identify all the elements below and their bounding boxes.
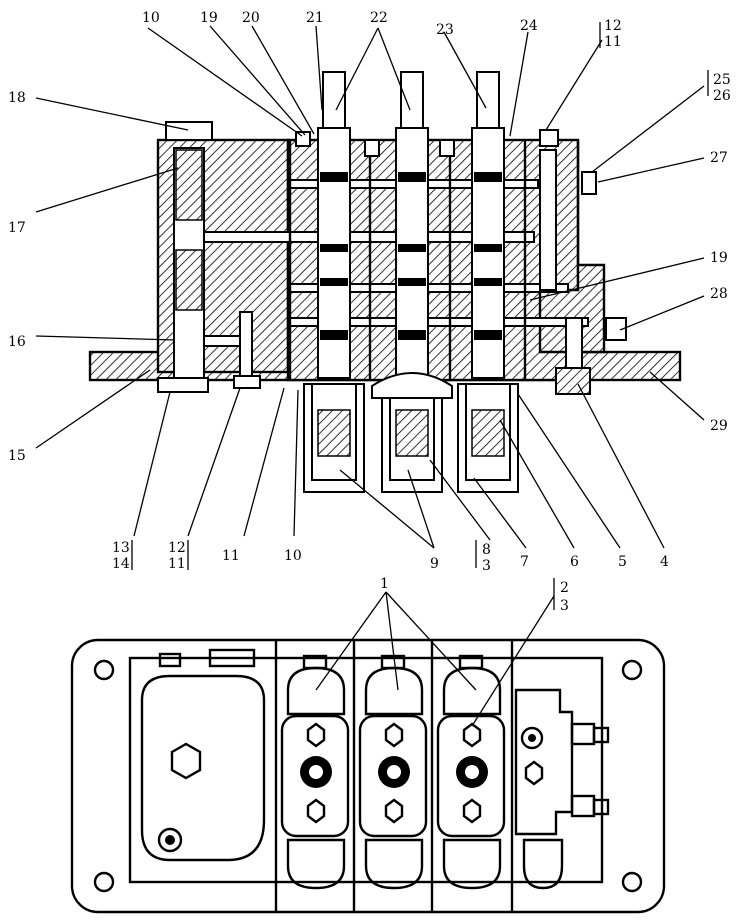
section-view [88,71,682,493]
callout-10a: 10 [142,10,160,26]
callout-28: 28 [710,286,728,302]
relief-housing-plan [140,674,266,862]
spool-caps-bottom [286,838,564,890]
fitting-27 [581,171,597,195]
callout-21: 21 [306,10,324,26]
base-plate [70,638,666,914]
callout-11a: 11 [168,556,186,572]
plan-view [70,591,666,914]
callout-12b: 12 [604,18,622,34]
spool-1 [303,71,365,493]
section-blocks [280,714,506,838]
callout-20: 20 [242,10,260,26]
callout-3: 3 [560,598,569,614]
callout-13: 13 [112,540,130,556]
callout-10b: 10 [284,548,302,564]
callout-11c: 11 [604,34,622,50]
callout-1: 1 [380,576,389,592]
callout-25: 25 [713,72,731,88]
callout-8: 8 [482,542,491,558]
callout-17: 17 [8,220,26,236]
callout-12a: 12 [168,540,186,556]
callout-labels: 10 19 20 21 22 23 24 12 11 25 26 27 19 2… [8,10,731,614]
callout-27: 27 [710,150,728,166]
callout-5: 5 [618,554,627,570]
hex-nut [170,742,202,780]
callout-14: 14 [112,556,130,572]
end-block-plan [514,688,574,836]
callout-9: 9 [430,556,439,572]
callout-19a: 19 [200,10,218,26]
callout-26: 26 [713,88,731,104]
callout-15: 15 [8,448,26,464]
spool-3 [457,71,519,493]
callout-6: 6 [570,554,579,570]
relief-plug [157,377,209,393]
callout-24: 24 [520,18,538,34]
spool-caps-top [286,654,502,716]
callout-11b: 11 [222,548,240,564]
callout-7: 7 [520,554,529,570]
callout-2: 2 [560,580,569,596]
leader-lines-top [35,22,709,610]
callout-16: 16 [8,334,26,350]
callout-19b: 19 [710,250,728,266]
callout-22: 22 [370,10,388,26]
callout-4: 4 [660,554,669,570]
callout-3b: 3 [482,558,491,574]
spool-2 [371,71,453,493]
fitting-28 [605,317,627,341]
callout-18: 18 [8,90,26,106]
callout-29: 29 [710,418,728,434]
relief-cap [165,121,213,141]
callout-23: 23 [436,22,454,38]
